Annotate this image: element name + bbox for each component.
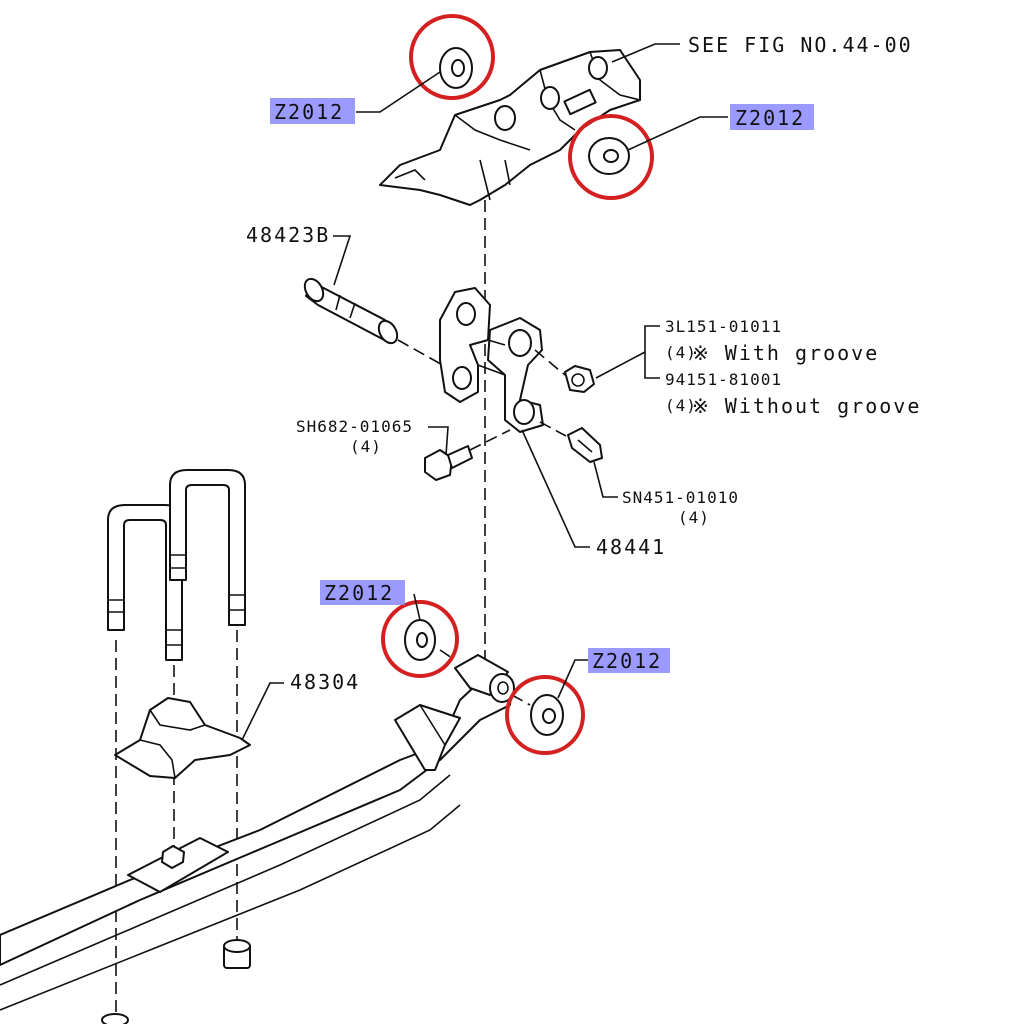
- spring-seat: [114, 697, 251, 779]
- highlight-circle-bottom-right: [505, 675, 585, 755]
- u-bolt-front: [169, 469, 246, 626]
- leader-seat: [241, 682, 284, 741]
- callout-z2012-top-left: Z2012: [274, 100, 344, 124]
- part-label-bolt: SH682-01065: [296, 417, 413, 436]
- callout-z2012-bottom-right: Z2012: [592, 649, 662, 673]
- highlight-circle-top-right: [568, 114, 654, 200]
- see-fig-label: SEE FIG NO.44-00: [688, 33, 913, 57]
- shackle-nut: [564, 365, 595, 393]
- washer-axis-bottom-right: [511, 694, 531, 706]
- leader-bolt: [428, 426, 449, 456]
- part-label-pin: 48423B: [246, 223, 330, 247]
- callout-bg-bottom-left: [320, 580, 405, 605]
- part-label-nut-b-qty: (4): [665, 396, 697, 415]
- part-label-seat: 48304: [290, 670, 360, 694]
- leader-washer-bottom-right: [557, 659, 588, 699]
- fitting-axis-line: [539, 421, 567, 437]
- shackle-plate: [439, 287, 544, 433]
- u-bolt-nut-bottom: [223, 939, 251, 969]
- u-bolt-nut-bottom-left: [101, 1013, 129, 1024]
- washer-top-right: [588, 137, 630, 175]
- leader-washer-bottom-left: [413, 593, 421, 621]
- shackle-pin: [303, 277, 399, 345]
- shackle-bolt: [424, 445, 473, 481]
- part-label-nut-a-qty: (4): [665, 343, 697, 362]
- grease-fitting: [567, 427, 603, 463]
- leaf-spring: [0, 654, 515, 1011]
- nut-axis-line: [534, 349, 566, 376]
- washer-bottom-right: [530, 694, 564, 736]
- leader-washer-top-left: [356, 71, 441, 113]
- leader-shackle: [521, 429, 590, 548]
- leader-nut-bracket: [595, 325, 660, 379]
- callout-bg-top-right: [730, 104, 814, 130]
- part-label-nut-a: 3L151-01011: [665, 317, 782, 336]
- callout-bg-top-left: [270, 98, 355, 124]
- washer-top-left: [439, 47, 473, 89]
- part-label-nut-b-note: ※ Without groove: [692, 394, 921, 418]
- washer-axis-bottom: [439, 649, 456, 661]
- leader-see-fig: [611, 43, 680, 63]
- part-label-grease-fitting-qty: (4): [678, 508, 710, 527]
- part-label-nut-b: 94151-81001: [665, 370, 782, 389]
- callout-z2012-bottom-left: Z2012: [324, 581, 394, 605]
- highlight-circle-top-left: [409, 14, 495, 100]
- leader-pin: [333, 235, 352, 286]
- part-label-grease-fitting: SN451-01010: [622, 488, 739, 507]
- callout-z2012-top-right: Z2012: [735, 106, 805, 130]
- frame-hanger-bracket: [379, 49, 641, 206]
- leader-grease: [593, 461, 618, 498]
- bolt-axis-line: [469, 429, 511, 451]
- washer-bottom-left: [404, 619, 436, 661]
- part-label-nut-a-note: ※ With groove: [692, 341, 879, 365]
- leader-washer-top-right: [627, 116, 728, 151]
- highlight-circle-bottom-left: [381, 600, 459, 678]
- part-label-shackle: 48441: [596, 535, 666, 559]
- part-label-bolt-qty: (4): [350, 437, 382, 456]
- callout-bg-bottom-right: [588, 648, 670, 673]
